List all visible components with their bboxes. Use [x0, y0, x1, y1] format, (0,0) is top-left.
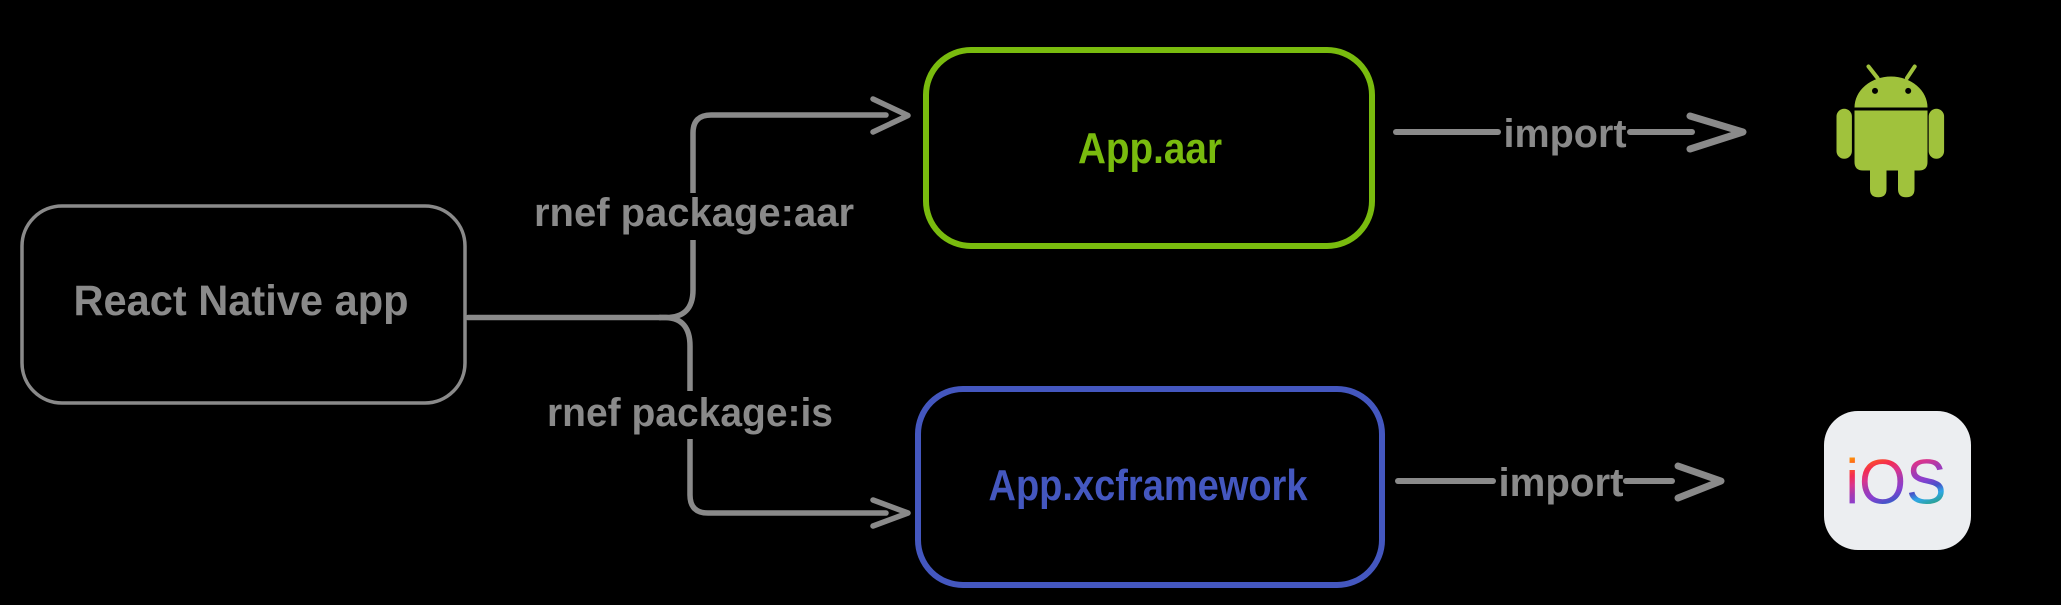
svg-text:iOS: iOS	[1846, 448, 1947, 518]
svg-text:App.xcframework: App.xcframework	[989, 461, 1308, 510]
svg-text:import: import	[1504, 112, 1627, 156]
svg-text:rnef package:aar: rnef package:aar	[534, 191, 854, 235]
svg-text:React Native app: React Native app	[74, 277, 409, 325]
svg-text:import: import	[1499, 461, 1624, 505]
svg-text:App.aar: App.aar	[1078, 124, 1222, 173]
svg-text:rnef package:is: rnef package:is	[547, 391, 833, 435]
